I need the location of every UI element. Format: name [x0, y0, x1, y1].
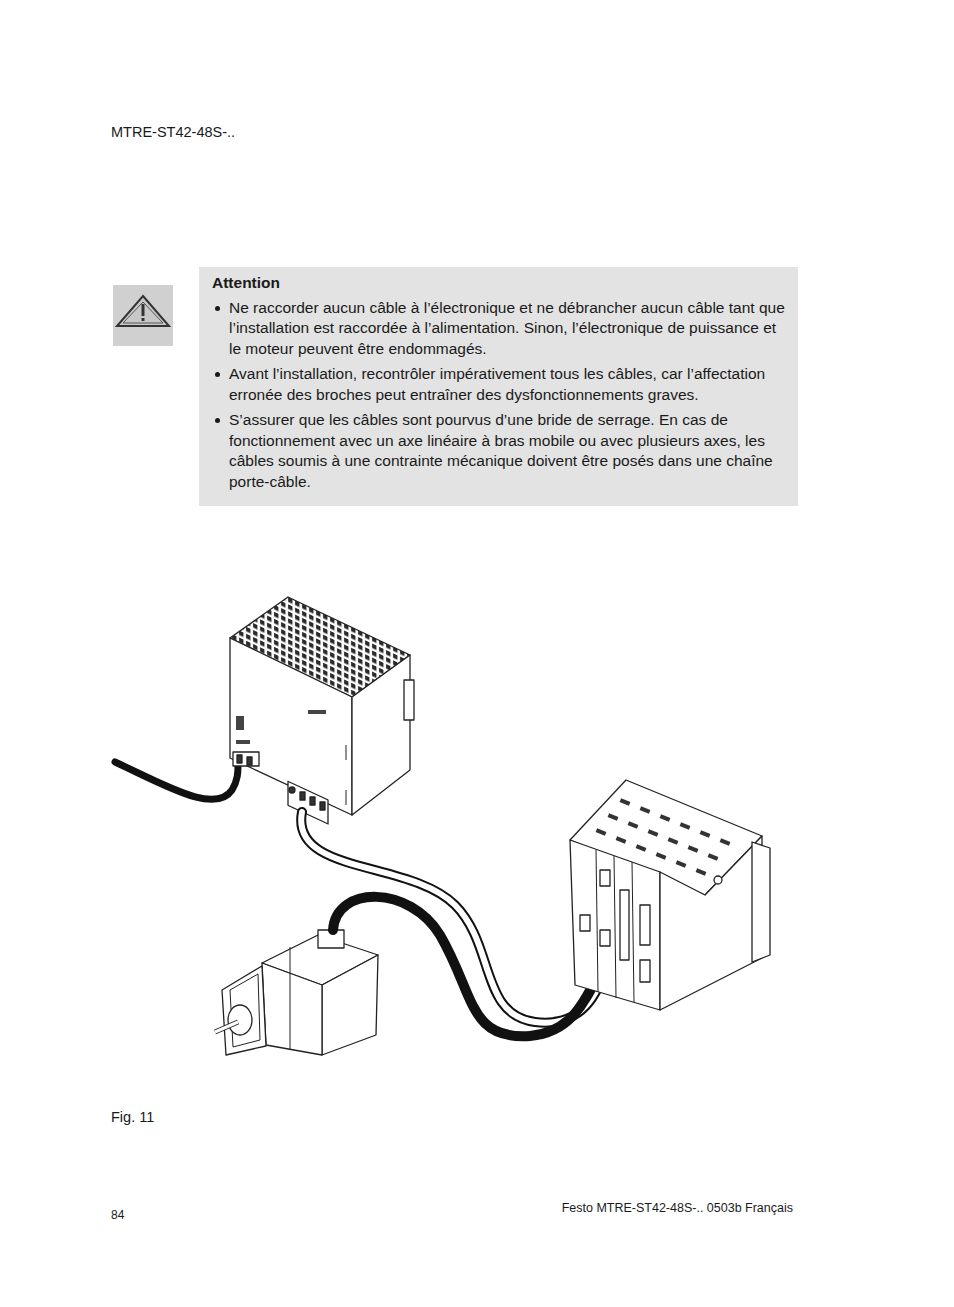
warning-panel: Attention Ne raccorder aucun câble à l’él…	[199, 267, 798, 506]
warning-item: S’assurer que les câbles sont pourvus d’…	[212, 410, 786, 492]
motor	[215, 930, 378, 1055]
footer-text: Festo MTRE-ST42-48S-.. 0503b Français	[562, 1201, 793, 1215]
bullet-dot	[215, 418, 220, 423]
power-supply	[230, 597, 414, 824]
bullet-dot	[215, 306, 220, 311]
bullet-dot	[215, 372, 220, 377]
power-cable	[115, 762, 238, 799]
warning-item: Ne raccorder aucun câble à l’électroniqu…	[212, 298, 786, 360]
warning-item: Avant l’installation, recontrôler impéra…	[212, 364, 786, 405]
warning-icon	[113, 285, 173, 346]
controller	[570, 780, 770, 1010]
running-header: MTRE-ST42-48S-..	[111, 124, 235, 140]
figure-caption: Fig. 11	[111, 1109, 154, 1125]
page-number: 84	[111, 1208, 124, 1222]
warning-heading: Attention	[212, 273, 786, 294]
